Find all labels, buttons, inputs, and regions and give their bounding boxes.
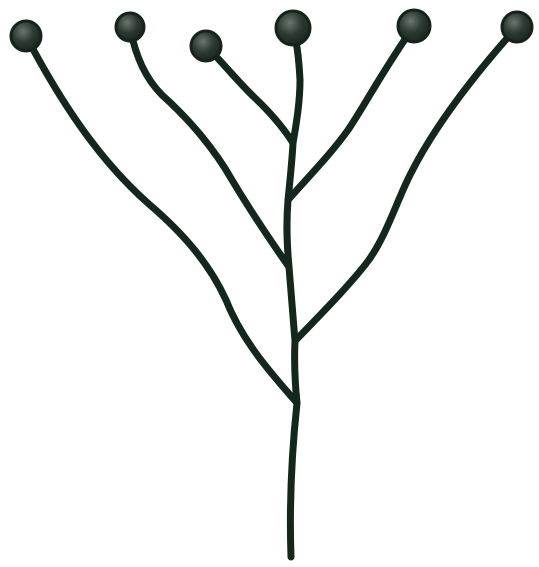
- branch-to-tip-6: [291, 23, 521, 345]
- branch-to-tip-3: [202, 42, 297, 147]
- branch-to-tip-1: [22, 32, 301, 407]
- tip-node-3: [189, 29, 223, 63]
- tip-node-2: [114, 11, 146, 43]
- tip-node-6: [500, 10, 534, 44]
- tip-node-5: [396, 8, 432, 44]
- branch-to-tip-5: [284, 22, 418, 204]
- tips: [9, 8, 534, 63]
- branch-to-tip-2: [126, 23, 293, 271]
- tip-node-4: [274, 9, 312, 47]
- trunk: [283, 139, 301, 561]
- branches: [22, 22, 521, 561]
- tip-node-1: [9, 19, 43, 53]
